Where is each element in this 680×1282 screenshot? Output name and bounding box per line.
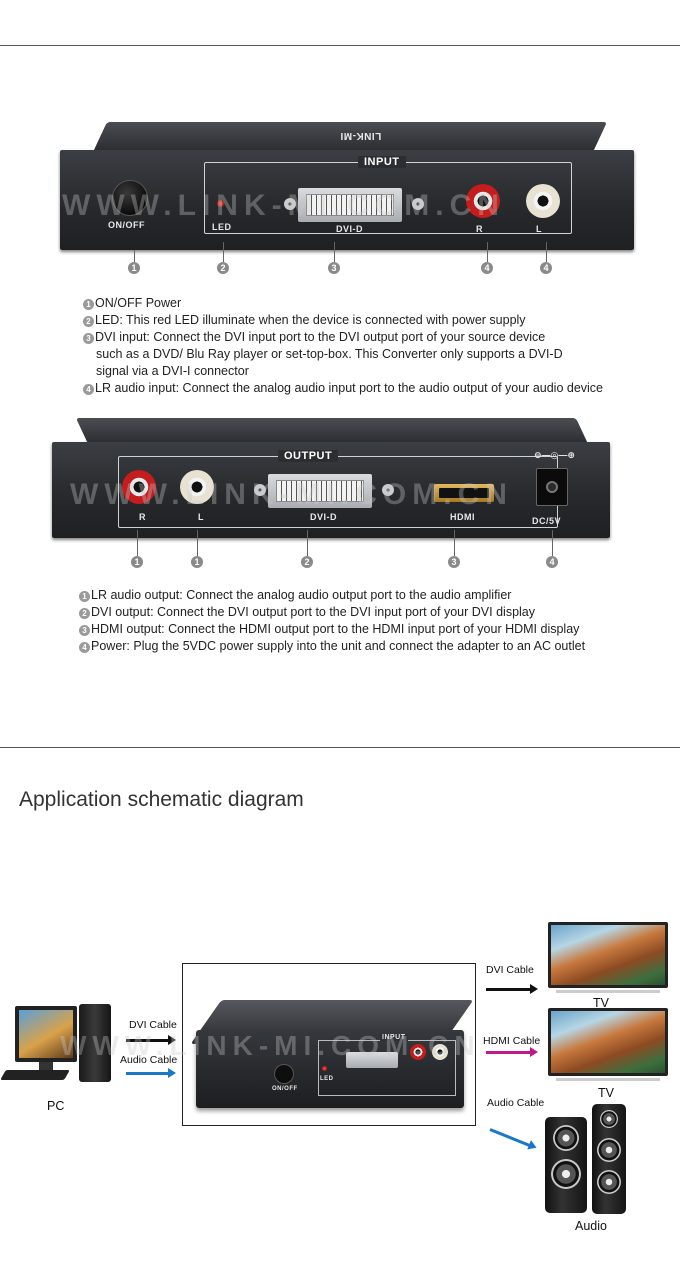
input-desc-3-cont-2: signal via a DVI-I connector [96, 364, 249, 378]
watermark-2: WWW.LINK-MI.COM.CN [70, 478, 513, 511]
watermark: WWW.LINK-MI.COM.CN [62, 189, 505, 222]
out-callout-1b: 1 [191, 556, 203, 568]
dvi-output-port [268, 474, 372, 508]
led-indicator [217, 200, 224, 207]
dvi-input-port [298, 188, 402, 222]
polarity-icon: ⊖—◎—⊕ [534, 450, 575, 460]
audio-label: Audio [575, 1219, 607, 1233]
power-button [112, 180, 148, 216]
brand-label: LINK-MI [340, 130, 382, 141]
dvi-screw-left [284, 198, 296, 210]
hdmi-cable-out-label: HDMI Cable [483, 1035, 541, 1047]
section-title: Application schematic diagram [19, 788, 304, 811]
pc-label: PC [47, 1099, 65, 1113]
out-callout-3: 3 [448, 556, 460, 568]
device-frame [182, 963, 476, 1126]
audio-cable-out-arrow [489, 1128, 532, 1148]
dvi-cable-in-arrow [126, 1035, 176, 1045]
speaker-left [545, 1117, 587, 1213]
l-label: L [536, 224, 542, 234]
section-divider [0, 747, 680, 748]
callout-4a: 4 [481, 262, 493, 274]
dvid-label: DVI-D [336, 224, 363, 234]
out-r-label: R [139, 512, 146, 522]
callout-4b: 4 [540, 262, 552, 274]
tv-1-label: TV [593, 996, 609, 1010]
dvi-screw-right [412, 198, 424, 210]
rca-input-r [466, 184, 500, 218]
rca-output-r [122, 470, 156, 504]
converter-device: INPUT ON/OFF LED [190, 1000, 474, 1110]
dc-label: DC/5V [532, 516, 562, 526]
speaker-right [592, 1104, 626, 1214]
app-device-led: LED [320, 1076, 334, 1082]
r-label: R [476, 224, 483, 234]
out-dvi-screw-right [382, 484, 394, 496]
out-dvi-screw-left [254, 484, 266, 496]
audio-cable-in-arrow [126, 1068, 176, 1078]
pc-illustration [0, 1004, 111, 1090]
app-device-input: INPUT [380, 1034, 408, 1041]
hdmi-output-port [434, 484, 494, 502]
input-panel-device: LINK-MI ON/OFF INPUT LED DVI-D R L [60, 122, 634, 252]
rca-input-l [526, 184, 560, 218]
rca-output-l [180, 470, 214, 504]
tv-2-label: TV [598, 1086, 614, 1100]
callout-1: 1 [128, 262, 140, 274]
tv-2 [548, 1008, 668, 1082]
hdmi-label: HDMI [450, 512, 475, 522]
output-box-title: OUTPUT [278, 450, 339, 462]
callout-3: 3 [328, 262, 340, 274]
input-box-title: INPUT [358, 156, 406, 168]
top-divider [0, 45, 680, 46]
callout-2: 2 [217, 262, 229, 274]
dvi-cable-out-arrow [486, 984, 538, 994]
out-dvid-label: DVI-D [310, 512, 337, 522]
dc-power-jack [536, 468, 568, 506]
led-label: LED [212, 222, 232, 232]
app-device-onoff: ON/OFF [272, 1086, 298, 1092]
hdmi-cable-out-arrow [486, 1047, 538, 1057]
out-callout-2: 2 [301, 556, 313, 568]
out-l-label: L [198, 512, 204, 522]
audio-cable-out-label: Audio Cable [487, 1097, 545, 1109]
tv-1 [548, 922, 668, 994]
dvi-cable-out-label: DVI Cable [486, 964, 534, 976]
onoff-label: ON/OFF [108, 220, 145, 230]
output-panel-device: OUTPUT R L DVI-D HDMI ⊖—◎—⊕ DC/5V [52, 418, 610, 540]
watermark-3: WWW.LINK-MI.COM.CN [60, 1030, 481, 1061]
audio-cable-in-label: Audio Cable [120, 1054, 178, 1066]
dvi-cable-in-label: DVI Cable [129, 1019, 177, 1031]
out-callout-4: 4 [546, 556, 558, 568]
out-callout-1a: 1 [131, 556, 143, 568]
input-desc-3-cont-1: such as a DVD/ Blu Ray player or set-top… [96, 347, 563, 361]
